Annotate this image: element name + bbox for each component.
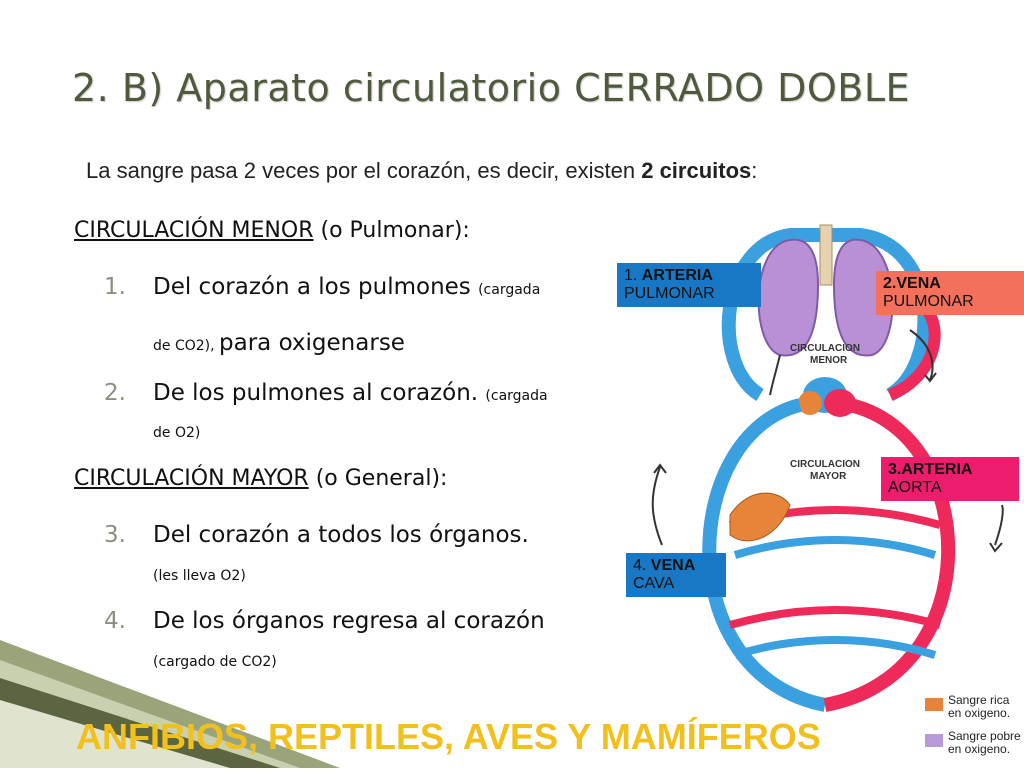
label-arteria-aorta-bold: 3.ARTERIA: [888, 461, 973, 478]
legend-poor-line1: Sangre pobre: [948, 729, 1021, 743]
label-arteria-pulmonar-prefix: 1.: [624, 267, 642, 284]
list-item-2-sub: de O2): [153, 425, 201, 441]
list-item-3-sub: (les lleva O2): [153, 568, 246, 584]
arrow-up-icon: [651, 466, 663, 546]
list-number: 1.: [104, 274, 126, 300]
legend-swatch-rich: [925, 698, 943, 711]
label-vena-cava-line2: CAVA: [633, 575, 675, 592]
label-arteria-aorta: 3.ARTERIA AORTA: [881, 457, 1019, 501]
list-item-2: 2. De los pulmones al corazón. (cargada: [104, 380, 624, 406]
heading-mayor-label: CIRCULACIÓN MAYOR: [74, 466, 309, 491]
list-text: Del corazón a todos los órganos.: [153, 522, 529, 548]
list-sub-text: para oxigenarse: [219, 330, 405, 356]
arrow-up-icon-2: [769, 354, 781, 396]
circ-menor-label-1: CIRCULACION: [790, 343, 860, 354]
list-number: 2.: [104, 380, 126, 406]
heading-mayor-note: (o General):: [308, 466, 448, 491]
intro-text: La sangre pasa 2 veces por el corazón, e…: [86, 158, 966, 184]
liver-icon: [729, 492, 791, 542]
label-arteria-pulmonar-line2: PULMONAR: [624, 285, 715, 302]
arrow-down-icon: [909, 329, 934, 381]
list-item-3: 3. Del corazón a todos los órganos.: [104, 522, 624, 548]
label-vena-pulmonar-bold: 2.VENA: [883, 275, 941, 292]
legend-poor: Sangre pobre en oxigeno.: [948, 730, 1021, 756]
label-vena-pulmonar-line2: PULMONAR: [883, 293, 974, 310]
list-text: Del corazón a los pulmones: [153, 274, 479, 300]
label-arteria-pulmonar: 1. ARTERIA PULMONAR: [617, 263, 761, 307]
list-number: 4.: [104, 608, 126, 634]
label-vena-pulmonar: 2.VENA PULMONAR: [876, 271, 1024, 315]
list-item-1: 1. Del corazón a los pulmones (cargada: [104, 274, 624, 300]
slide-title: 2. B) Aparato circulatorio CERRADO DOBLE: [72, 66, 911, 110]
list-item-4-sub: (cargado de CO2): [153, 654, 277, 670]
list-item-1-sub: de CO2), para oxigenarse: [153, 330, 405, 356]
circ-menor-label-2: MENOR: [810, 355, 848, 366]
systemic-loop: [702, 398, 956, 712]
heading-menor-label: CIRCULACIÓN MENOR: [74, 218, 314, 243]
heart-icon: [798, 377, 856, 417]
heading-circulacion-mayor: CIRCULACIÓN MAYOR (o General):: [74, 466, 447, 491]
footer-banner: ANFIBIOS, REPTILES, AVES Y MAMÍFEROS: [76, 716, 821, 757]
label-vena-cava: 4. VENA CAVA: [626, 553, 726, 597]
list-text: De los órganos regresa al corazón: [153, 608, 545, 634]
heading-menor-note: (o Pulmonar):: [313, 218, 470, 243]
heading-circulacion-menor: CIRCULACIÓN MENOR (o Pulmonar):: [74, 218, 470, 243]
arrow-down-icon-2: [994, 504, 1004, 546]
list-item-4: 4. De los órganos regresa al corazón: [104, 608, 624, 634]
legend-swatch-poor: [925, 734, 943, 747]
intro-text-start: La sangre pasa 2 veces por el corazón, e…: [86, 158, 642, 183]
intro-bold: 2 circuitos: [641, 158, 752, 183]
label-arteria-pulmonar-bold: ARTERIA: [641, 267, 713, 284]
label-arteria-aorta-line2: AORTA: [888, 479, 942, 496]
legend-rich-line2: en oxigeno.: [948, 706, 1011, 720]
list-number: 3.: [104, 522, 126, 548]
list-text: De los pulmones al corazón.: [153, 380, 486, 406]
legend-rich: Sangre rica en oxigeno.: [948, 694, 1010, 720]
list-note: (cargada: [485, 388, 548, 404]
circ-mayor-label-1: CIRCULACION: [790, 459, 860, 470]
list-sub-note: de CO2),: [153, 338, 220, 354]
label-vena-cava-bold: VENA: [650, 557, 696, 574]
lungs-icon: [757, 224, 894, 357]
legend-poor-line2: en oxigeno.: [948, 742, 1011, 756]
decorative-stripes: [0, 640, 340, 772]
intro-text-end: :: [751, 158, 758, 183]
list-note: (cargada: [478, 282, 541, 298]
legend-rich-line1: Sangre rica: [948, 693, 1010, 707]
circ-mayor-label-2: MAYOR: [810, 471, 847, 482]
label-vena-cava-prefix: 4.: [633, 557, 651, 574]
